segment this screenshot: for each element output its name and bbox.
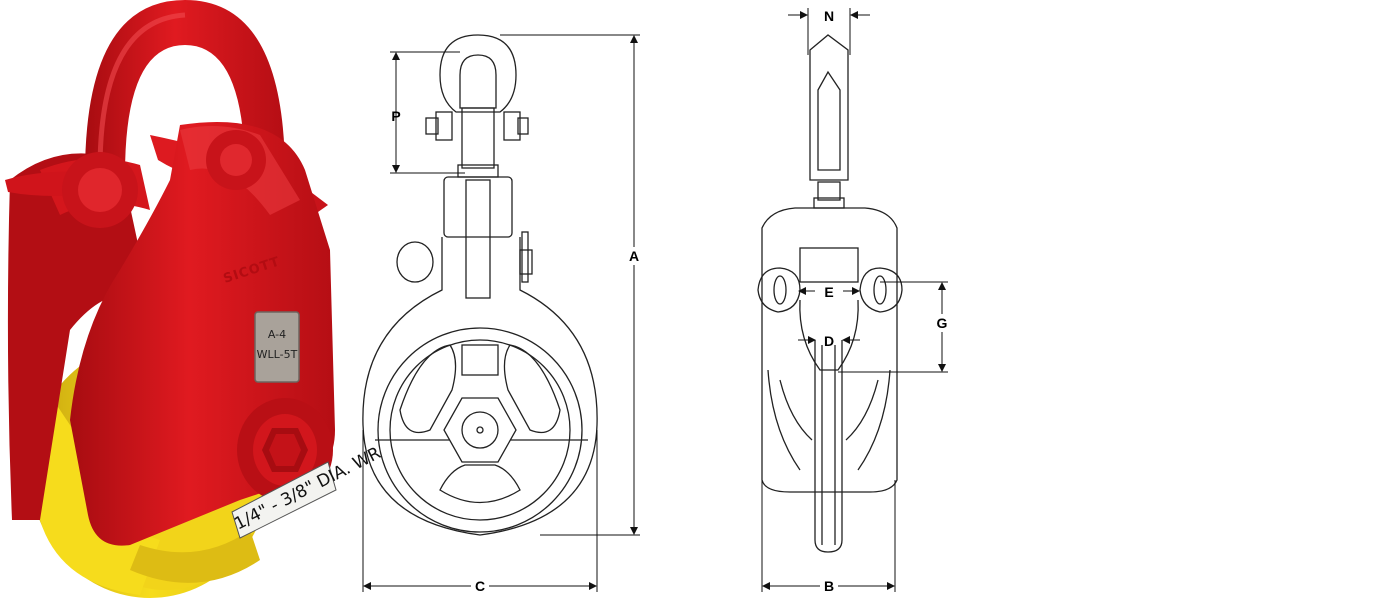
- dim-label-b: B: [824, 578, 834, 594]
- side-plate-outline: [362, 237, 598, 536]
- side-body-outline: [761, 207, 898, 493]
- front-dimensions: P A C: [362, 34, 643, 595]
- front-view-drawing: [362, 34, 598, 536]
- dim-label-c: C: [475, 578, 485, 594]
- plate-model-text: A-4: [268, 328, 286, 341]
- dim-label-e: E: [824, 284, 833, 300]
- shackle: [85, 0, 285, 175]
- side-dimensions: N E G D B: [761, 8, 951, 595]
- left-pin-wing: [5, 152, 138, 228]
- dim-label-a: A: [629, 248, 639, 264]
- dim-label-p: P: [391, 108, 400, 124]
- shackle-outline: [439, 34, 517, 113]
- dim-label-d: D: [824, 333, 834, 349]
- product-photo: SICOTT A-4 WLL-5T 1/4" - 3/8" DIA. WR: [5, 0, 384, 598]
- side-view-drawing: [757, 34, 903, 553]
- plate-wll-text: WLL-5T: [257, 348, 298, 361]
- dim-label-g: G: [937, 315, 948, 331]
- capacity-plate: A-4 WLL-5T: [254, 311, 300, 383]
- dim-label-n: N: [824, 8, 834, 24]
- sheave-outline: [377, 327, 583, 533]
